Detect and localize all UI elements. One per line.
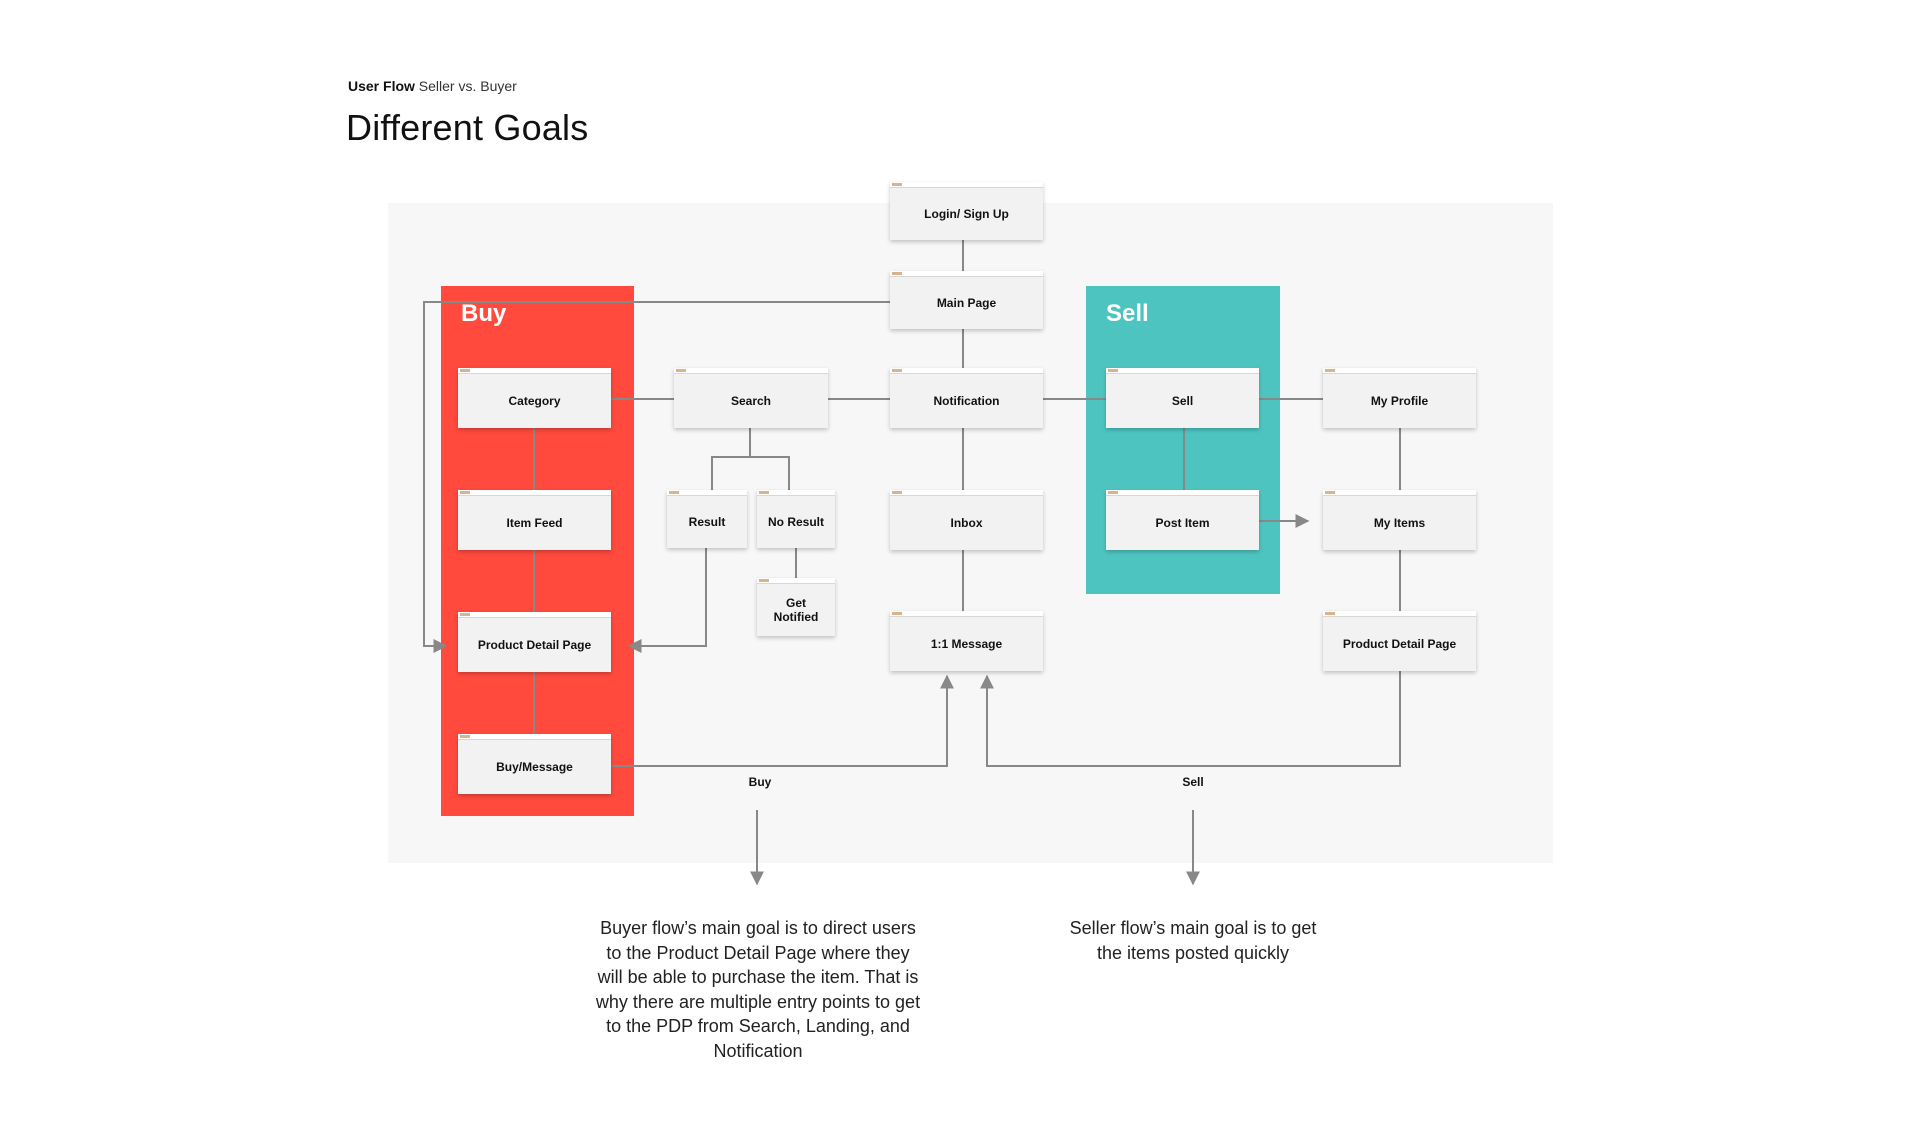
node-post-item: Post Item [1106, 490, 1259, 550]
connector-search-noresult [750, 456, 790, 492]
node-my-items: My Items [1323, 490, 1476, 550]
node-result-label: Result [688, 515, 726, 529]
connector-main-to-pdp [423, 301, 890, 653]
node-login-label: Login/ Sign Up [924, 207, 1009, 221]
node-result: Result [667, 490, 747, 548]
flow-label-sell: Sell [1182, 775, 1204, 789]
seller-flow-note: Seller flow’s main goal is to get the it… [1069, 918, 1317, 963]
flow-label-buy: Buy [748, 775, 772, 789]
node-search-label: Search [730, 394, 772, 408]
node-pdp-sell: Product Detail Page [1323, 611, 1476, 671]
node-get-notified: Get Notified [757, 578, 835, 636]
connector-sellpdp-message [980, 671, 1401, 767]
node-buy-message-label: Buy/Message [496, 760, 573, 774]
node-pdp-sell-label: Product Detail Page [1342, 637, 1457, 651]
buy-group-label: Buy [461, 300, 507, 327]
node-my-items-label: My Items [1373, 516, 1426, 530]
connector-search-branch [711, 428, 751, 492]
node-no-result: No Result [757, 490, 835, 548]
node-main-page-label: Main Page [936, 296, 997, 310]
node-inbox: Inbox [890, 490, 1043, 550]
node-category: Category [458, 368, 611, 428]
node-notification-label: Notification [933, 394, 1000, 408]
node-login: Login/ Sign Up [890, 182, 1043, 240]
page-title: Different Goals [346, 107, 589, 148]
eyebrow-bold: User Flow [348, 78, 415, 94]
node-message-label: 1:1 Message [930, 637, 1003, 651]
node-my-profile: My Profile [1323, 368, 1476, 428]
buyer-flow-note: Buyer flow’s main goal is to direct user… [595, 918, 921, 1061]
connector-buymessage-message [610, 674, 954, 767]
node-buy-message: Buy/Message [458, 734, 611, 794]
node-get-notified-label: Get Notified [773, 596, 819, 624]
node-message: 1:1 Message [890, 611, 1043, 671]
connector-result-pdp [627, 548, 707, 653]
node-search: Search [674, 368, 828, 428]
node-item-feed-label: Item Feed [506, 516, 563, 530]
node-post-item-label: Post Item [1155, 516, 1210, 530]
eyebrow: User Flow Seller vs. Buyer [348, 78, 517, 94]
node-pdp-buy: Product Detail Page [458, 612, 611, 672]
node-no-result-label: No Result [767, 515, 824, 529]
node-my-profile-label: My Profile [1370, 394, 1429, 408]
eyebrow-subtitle: Seller vs. Buyer [418, 78, 517, 94]
node-sell: Sell [1106, 368, 1259, 428]
node-category-label: Category [508, 394, 561, 408]
node-notification: Notification [890, 368, 1043, 428]
node-inbox-label: Inbox [950, 516, 983, 530]
node-main-page: Main Page [890, 271, 1043, 329]
node-pdp-buy-label: Product Detail Page [477, 638, 592, 652]
sell-group-label: Sell [1106, 300, 1149, 327]
node-sell-label: Sell [1171, 394, 1194, 408]
node-item-feed: Item Feed [458, 490, 611, 550]
